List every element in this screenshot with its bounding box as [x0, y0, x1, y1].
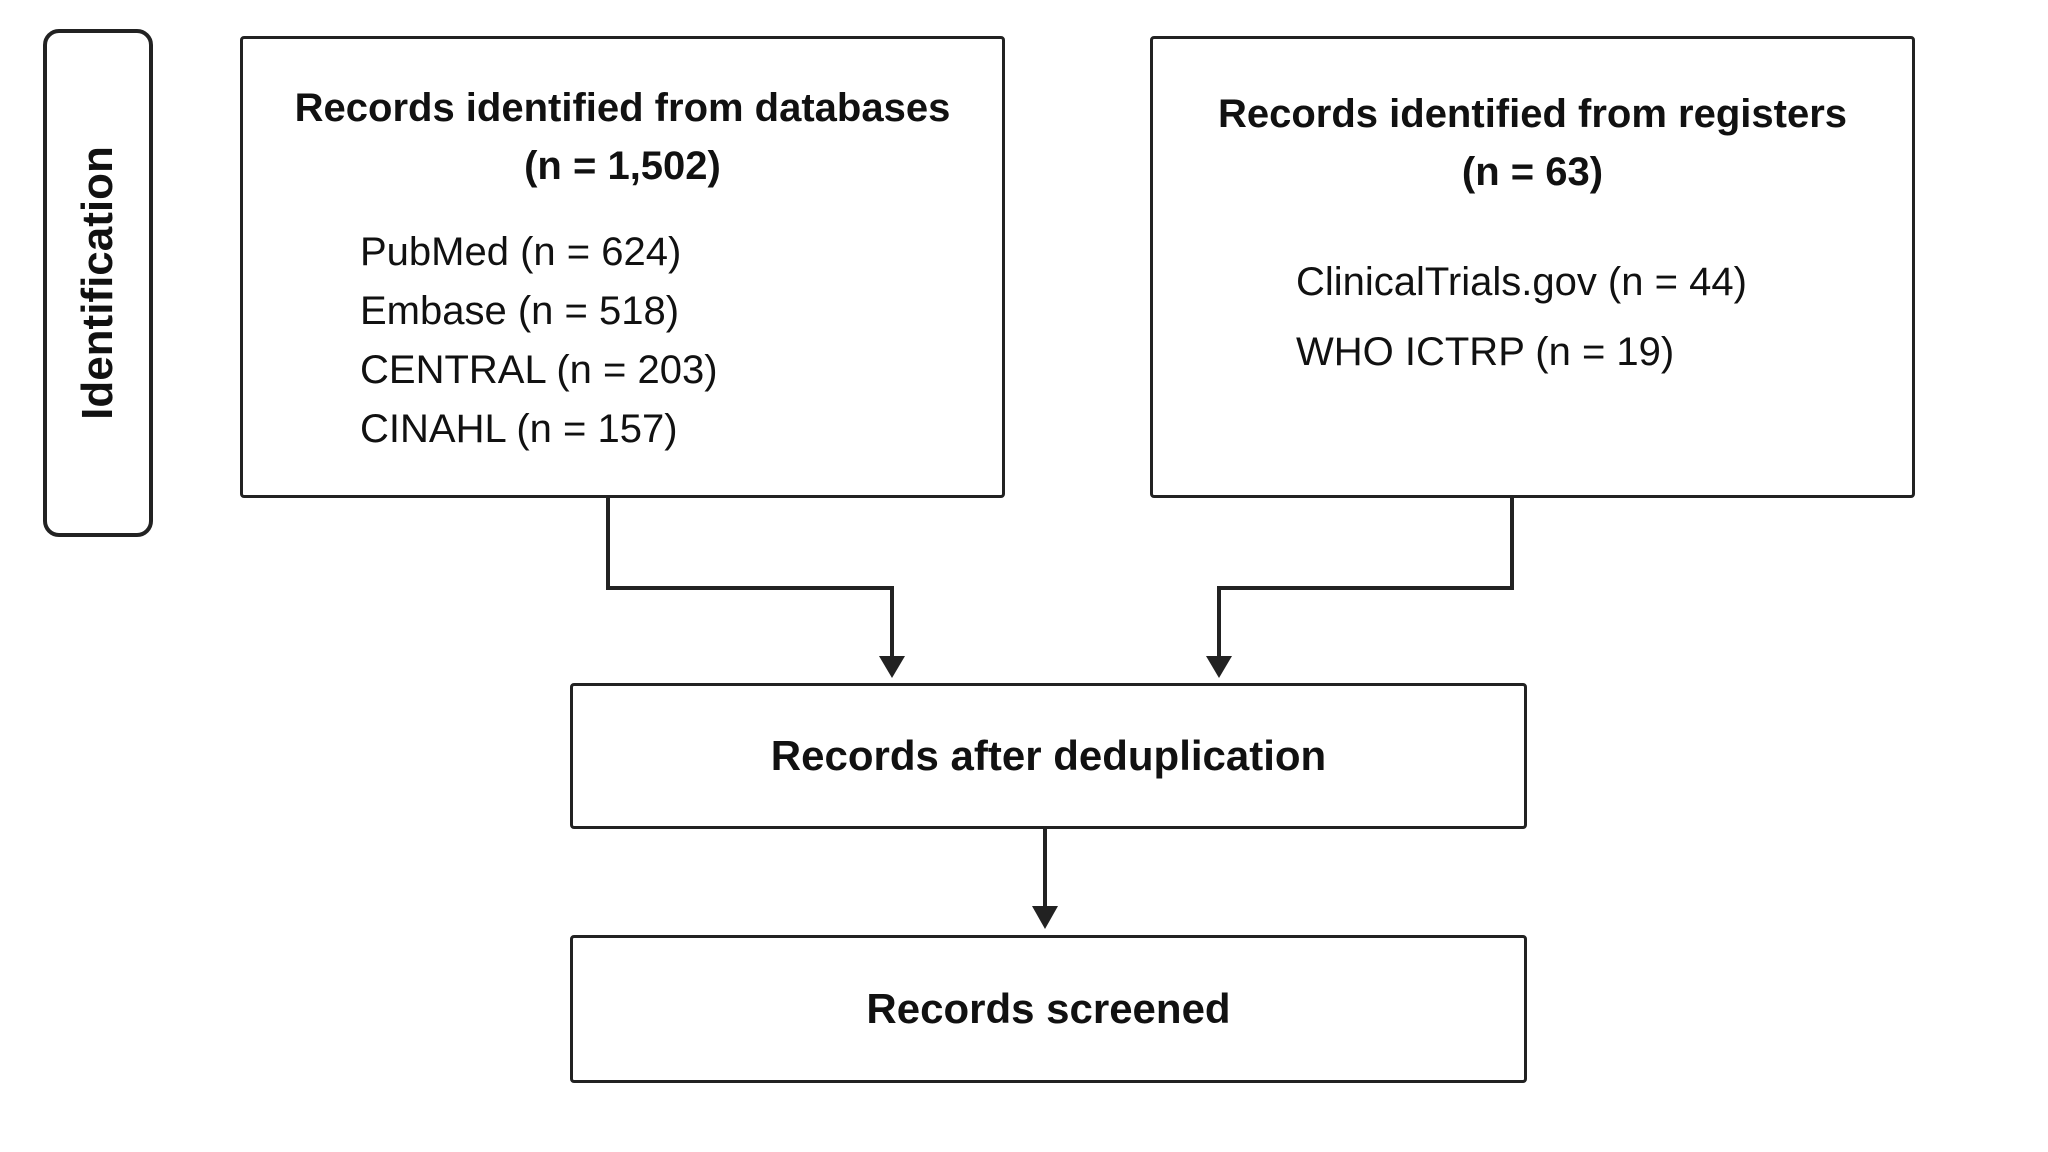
identification-stage-box: Identification	[43, 29, 153, 537]
records-screened-box: Records screened	[570, 935, 1527, 1083]
records-screened-label: Records screened	[866, 985, 1231, 1032]
databases-records-box: Records identified from databases (n = 1…	[240, 36, 1005, 498]
deduplication-box: Records after deduplication	[570, 683, 1527, 829]
deduplication-label: Records after deduplication	[770, 732, 1327, 779]
source-central: CENTRAL (n = 203)	[360, 348, 718, 392]
source-who-ictrp: WHO ICTRP (n = 19)	[1296, 330, 1675, 374]
databases-title-line1: Records identified from databases	[294, 86, 951, 130]
registers-records-box: Records identified from registers (n = 6…	[1150, 36, 1915, 498]
connector-registers-to-dedup	[1217, 498, 1514, 658]
source-clinicaltrials: ClinicalTrials.gov (n = 44)	[1296, 260, 1747, 304]
databases-source-list: PubMed (n = 624) Embase (n = 518) CENTRA…	[243, 223, 1002, 459]
registers-source-list: ClinicalTrials.gov (n = 44) WHO ICTRP (n…	[1153, 247, 1912, 387]
source-pubmed: PubMed (n = 624)	[360, 230, 682, 274]
arrowhead-dedup	[1032, 906, 1058, 929]
identification-stage-label: Identification	[73, 146, 122, 420]
source-cinahl: CINAHL (n = 157)	[360, 407, 678, 451]
registers-title-count: (n = 63)	[1461, 150, 1604, 194]
databases-box-title: Records identified from databases (n = 1…	[243, 79, 1002, 195]
connector-databases-to-dedup	[606, 498, 894, 658]
arrowhead-databases	[879, 656, 905, 678]
registers-box-title: Records identified from registers (n = 6…	[1153, 85, 1912, 201]
source-embase: Embase (n = 518)	[360, 289, 680, 333]
registers-title-line1: Records identified from registers	[1217, 92, 1848, 136]
arrowhead-registers	[1206, 656, 1232, 678]
databases-title-count: (n = 1,502)	[524, 144, 721, 188]
